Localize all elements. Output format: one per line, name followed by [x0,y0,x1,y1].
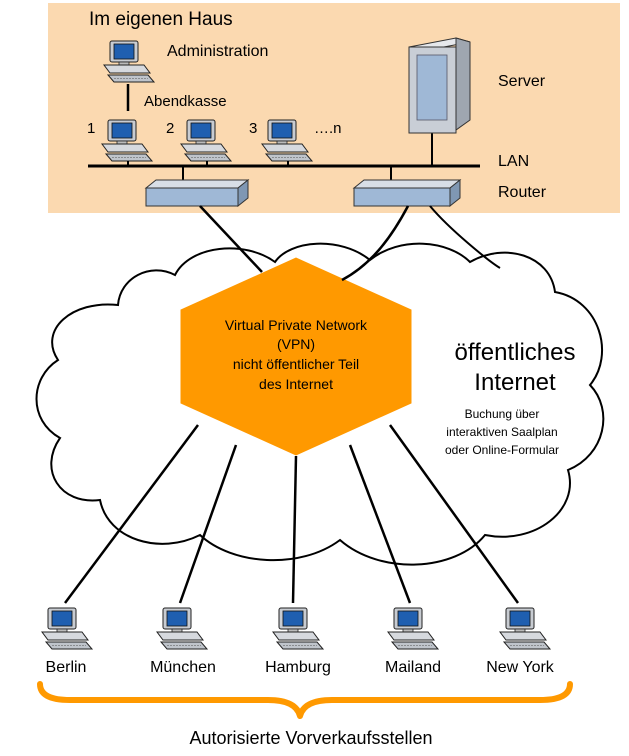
outlet-link-berlin [63,424,200,604]
abendkasse-label: Abendkasse [144,93,227,110]
outlets-brace [37,681,573,719]
internet-note-line-2: interaktiven Saalplan [446,425,557,439]
server-tower-icon [408,37,471,134]
router-2-internet-link [429,205,501,269]
outlet-new-york-workstation-icon [499,607,551,650]
city-label-mailand: Mailand [385,659,441,676]
router-2-vpn-link [341,205,410,282]
router-label: Router [498,184,547,201]
outlet-mailand-workstation-icon [387,607,439,650]
outlets-caption: Autorisierte Vorverkaufsstellen [189,728,432,748]
internet-note-line-1: Buchung über [465,407,540,421]
router-2-icon [352,178,462,208]
city-label-hamburg: Hamburg [265,659,331,676]
outlet-link-muenchen [178,444,238,604]
internet-note-line-3: oder Online-Formular [445,443,559,457]
outlet-hamburg-workstation-icon [272,607,324,650]
outlet-link-new-york [388,424,520,604]
house-area [48,3,620,213]
outlet-link-mailand [348,444,412,604]
vpn-line-4: des Internet [259,376,333,392]
house-title: Im eigenen Haus [89,9,233,30]
server-label: Server [498,73,546,90]
router-1-icon [144,178,250,208]
city-label-muenchen: München [150,659,216,676]
terminal-label-3: 3 [249,120,257,137]
administration-label: Administration [167,43,268,60]
terminal-label-2: 2 [166,120,174,137]
internet-title-line-2: Internet [474,369,556,396]
vpn-line-1: Virtual Private Network [225,317,368,333]
outlet-berlin-workstation-icon [41,607,93,650]
city-label-berlin: Berlin [46,659,87,676]
outlet-link-hamburg [291,455,298,604]
outlet-muenchen-workstation-icon [156,607,208,650]
terminal-label-1: 1 [87,120,95,137]
city-label-new-york: New York [486,659,555,676]
terminal-label-n: ….n [314,120,342,137]
vpn-hexagon [180,257,412,456]
router-1-vpn-link [199,205,263,273]
vpn-line-2: (VPN) [277,336,315,352]
lan-label: LAN [498,153,529,170]
internet-title-line-1: öffentliches [455,339,576,366]
vpn-line-3: nicht öffentlicher Teil [233,356,359,372]
